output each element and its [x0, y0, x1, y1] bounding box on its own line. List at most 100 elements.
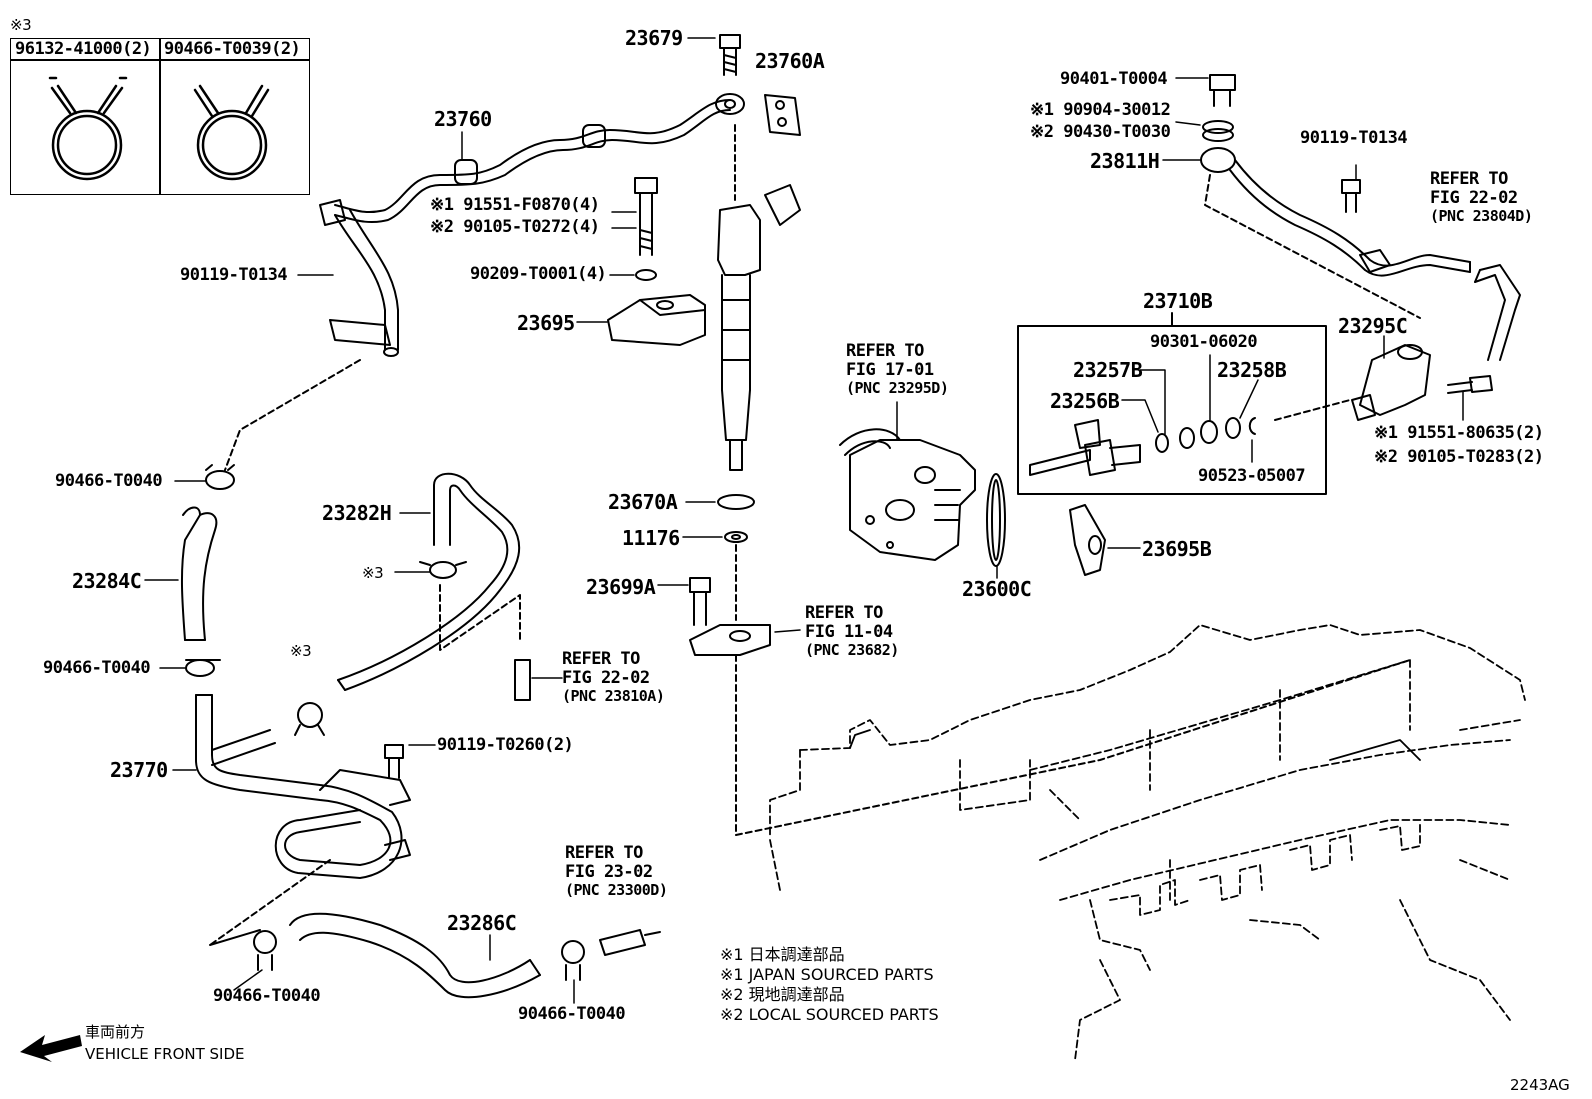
washer-90209 [635, 269, 657, 281]
pump-body-23295C [1351, 344, 1431, 421]
figure-code: 2243AG [1510, 1076, 1570, 1094]
part-23284C[interactable]: 23284C [72, 569, 142, 593]
clip-icon-right [193, 84, 270, 181]
clip-box-mark: ※3 [10, 16, 32, 34]
clip-box-divider-v [159, 38, 161, 195]
part-23699A[interactable]: 23699A [586, 575, 656, 599]
part-91551-80635[interactable]: ※1 91551-80635(2) [1374, 423, 1544, 443]
oring-90301 [1200, 420, 1218, 444]
hose-23286C [289, 912, 541, 999]
washer-23257B-b [1179, 427, 1195, 449]
pipe-stub-23810A [514, 659, 531, 701]
part-90105-T0272[interactable]: ※2 90105-T0272(4) [430, 217, 600, 237]
part-23600C[interactable]: 23600C [962, 577, 1032, 601]
clamp-90466-d [561, 940, 585, 981]
part-90466-T0040-c[interactable]: 90466-T0040 [213, 986, 321, 1006]
part-23286C[interactable]: 23286C [447, 911, 517, 935]
hose-23804D [1474, 264, 1521, 361]
clip-mark3-b: ※3 [290, 642, 312, 660]
pipe-23811H [1200, 147, 1471, 277]
vehicle-front-arrow-icon [20, 1035, 82, 1062]
bracket-23695B [1069, 504, 1106, 576]
part-90466-T0040-a[interactable]: 90466-T0040 [55, 471, 163, 491]
refer-line: (PNC 23682) [805, 641, 899, 659]
part-23679[interactable]: 23679 [625, 26, 683, 50]
clip-mark3-a: ※3 [362, 564, 384, 582]
part-23256B[interactable]: 23256B [1050, 389, 1120, 413]
part-11176[interactable]: 11176 [622, 526, 680, 550]
part-23670A[interactable]: 23670A [608, 490, 678, 514]
part-23811H[interactable]: 23811H [1090, 149, 1160, 173]
clamp-90466-c [253, 930, 277, 971]
part-23760[interactable]: 23760 [434, 107, 492, 131]
part-23295C[interactable]: 23295C [1338, 314, 1408, 338]
refer-fig-11-04[interactable]: REFER TO FIG 11-04 (PNC 23682) [805, 604, 899, 659]
part-91551-F0870[interactable]: ※1 91551-F0870(4) [430, 195, 600, 215]
sensor-23256B [1029, 419, 1141, 476]
injector [717, 124, 801, 471]
part-23760A[interactable]: 23760A [755, 49, 825, 73]
vehicle-front-jp: 車両前方 [85, 1023, 146, 1041]
refer-fig-17-01[interactable]: REFER TO FIG 17-01 (PNC 23295D) [846, 342, 949, 397]
part-90466-T0040-b[interactable]: 90466-T0040 [43, 658, 151, 678]
ring-23258B [1225, 417, 1241, 439]
part-90209-T0001[interactable]: 90209-T0001(4) [470, 264, 607, 284]
part-23695[interactable]: 23695 [517, 311, 575, 335]
part-90119-T0260[interactable]: 90119-T0260(2) [437, 735, 574, 755]
bolt-91551-80635 [1447, 375, 1493, 394]
washer-23257B-a [1155, 433, 1169, 453]
refer-line: (PNC 23810A) [562, 687, 665, 705]
refer-line: REFER TO [1430, 169, 1508, 189]
fuel-pipe-23760 [319, 93, 745, 357]
hose-23284C [180, 506, 218, 641]
clamp-mark3-a [419, 561, 467, 579]
oring-23670A [717, 494, 755, 510]
part-23257B[interactable]: 23257B [1073, 358, 1143, 382]
refer-fig-23-02[interactable]: REFER TO FIG 23-02 (PNC 23300D) [565, 843, 668, 899]
part-90119-T0134-left[interactable]: 90119-T0134 [180, 265, 288, 285]
part-23710B[interactable]: 23710B [1143, 289, 1213, 313]
legend-line: ※1 日本調達部品 [720, 945, 845, 964]
clip-box-part-left[interactable]: 96132-41000(2) [15, 39, 152, 59]
washers-90904 [1202, 120, 1234, 142]
refer-line: (PNC 23804D) [1430, 207, 1533, 225]
refer-line: FIG 22-02 [562, 668, 650, 688]
legend-line: ※2 LOCAL SOURCED PARTS [720, 1005, 939, 1024]
part-90523-05007[interactable]: 90523-05007 [1198, 466, 1306, 486]
bolt-23679 [719, 34, 741, 76]
part-90105-T0283[interactable]: ※2 90105-T0283(2) [1374, 447, 1544, 467]
clip-90523 [1248, 417, 1256, 435]
clip-box-part-right[interactable]: 90466-T0039(2) [164, 39, 301, 59]
legend-line: ※2 現地調達部品 [720, 985, 845, 1004]
refer-line: (PNC 23295D) [846, 379, 949, 397]
part-90401-T0004[interactable]: 90401-T0004 [1060, 69, 1168, 89]
clamp-90466-b [185, 659, 221, 677]
bracket-23760A [764, 94, 801, 136]
part-23282H[interactable]: 23282H [322, 501, 392, 525]
part-90301-06020[interactable]: 90301-06020 [1150, 332, 1258, 352]
sourcing-legend: ※1 日本調達部品 ※1 JAPAN SOURCED PARTS ※2 現地調達… [720, 945, 939, 1025]
refer-fig-22-02-right[interactable]: REFER TO FIG 22-02 (PNC 23804D) [1430, 169, 1533, 225]
bolt-90401 [1209, 74, 1236, 107]
clip-box-divider-h [10, 59, 310, 61]
part-90466-T0040-d[interactable]: 90466-T0040 [518, 1004, 626, 1024]
part-23695B[interactable]: 23695B [1142, 537, 1212, 561]
part-23258B[interactable]: 23258B [1217, 358, 1287, 382]
pump-23295D [839, 428, 976, 561]
clamp-23695 [607, 294, 706, 346]
engine-block-solid [849, 729, 1421, 761]
part-90904-30012[interactable]: ※1 90904-30012 [1030, 100, 1171, 120]
bolt-90119-T0260 [384, 744, 404, 779]
refer-line: REFER TO [565, 843, 643, 863]
part-90119-T0134-right[interactable]: 90119-T0134 [1300, 128, 1408, 148]
refer-fig-22-02-mid[interactable]: REFER TO FIG 22-02 (PNC 23810A) [562, 650, 665, 705]
part-23770[interactable]: 23770 [110, 758, 168, 782]
vehicle-front-en: VEHICLE FRONT SIDE [85, 1045, 245, 1063]
clamp-mark3-b [294, 702, 325, 736]
part-90430-T0030[interactable]: ※2 90430-T0030 [1030, 122, 1171, 142]
engine-block-outline [769, 624, 1526, 1061]
refer-line: FIG 11-04 [805, 622, 893, 642]
refer-line: FIG 17-01 [846, 360, 934, 380]
